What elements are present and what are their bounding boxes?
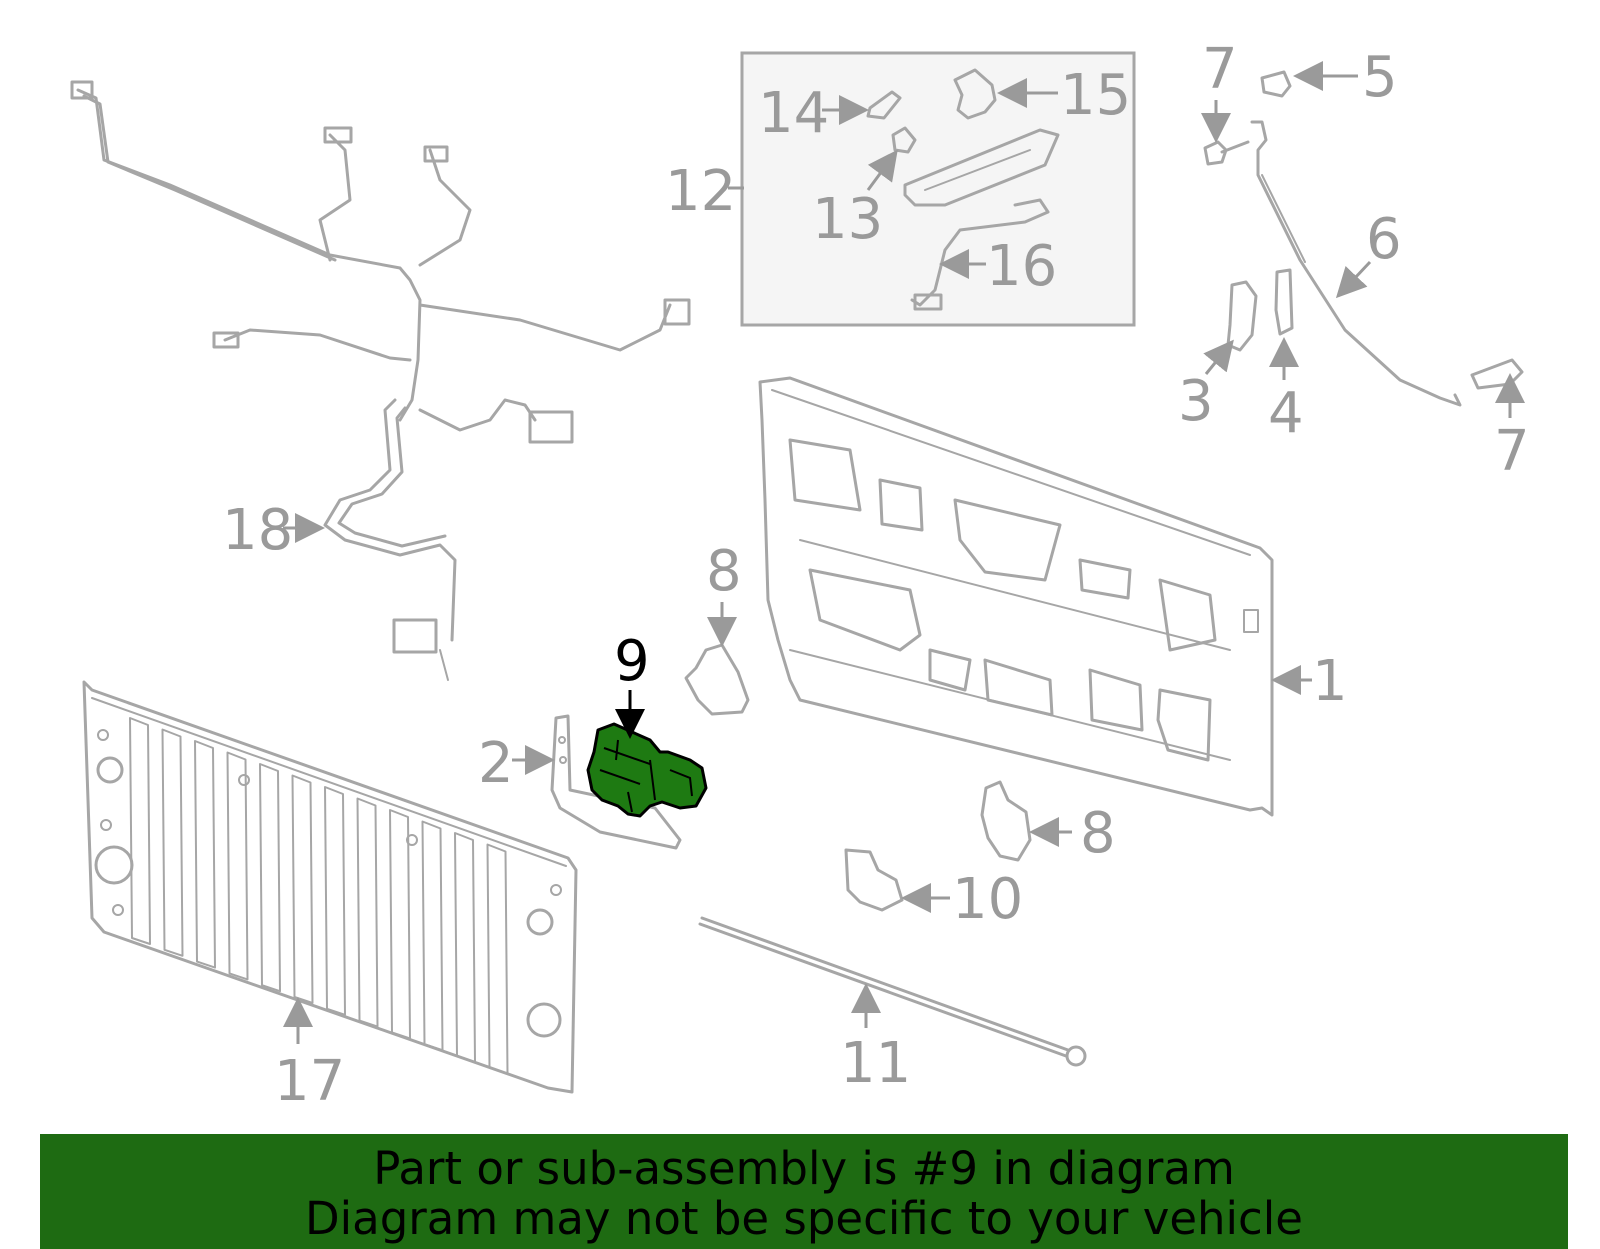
leader-13 bbox=[866, 149, 898, 191]
rod-part-11 bbox=[698, 916, 1087, 1067]
panel-rib bbox=[389, 809, 411, 1040]
part-5 bbox=[1260, 70, 1292, 98]
callout-8-upper: 8 bbox=[706, 539, 742, 604]
inner-panel-part-1 bbox=[758, 376, 1274, 817]
part-10 bbox=[844, 848, 904, 912]
panel-rib bbox=[161, 728, 184, 957]
callout-14: 14 bbox=[758, 81, 829, 146]
callout-9: 9 bbox=[614, 629, 650, 694]
part-3 bbox=[1226, 280, 1258, 352]
callout-2: 2 bbox=[478, 731, 514, 796]
callout-7-top: 7 bbox=[1202, 37, 1238, 102]
panel-rib bbox=[486, 843, 509, 1075]
panel-rib bbox=[129, 717, 151, 945]
part-6 bbox=[1250, 120, 1462, 407]
part-8-lower bbox=[980, 780, 1032, 862]
leader-6 bbox=[1335, 260, 1372, 299]
wiring-harness-part-18 bbox=[70, 80, 691, 681]
banner-line-1: Part or sub-assembly is #9 in diagram bbox=[373, 1142, 1235, 1195]
callout-3: 3 bbox=[1178, 369, 1214, 434]
panel-rib bbox=[291, 774, 314, 1004]
callout-8-lower: 8 bbox=[1080, 801, 1116, 866]
callout-5: 5 bbox=[1362, 45, 1398, 110]
callout-18: 18 bbox=[222, 498, 293, 563]
callout-16: 16 bbox=[986, 234, 1057, 299]
panel-rib bbox=[194, 740, 216, 969]
callout-13: 13 bbox=[812, 187, 883, 252]
outer-panel-part-17 bbox=[82, 680, 578, 1094]
actuator-part-9 bbox=[586, 722, 708, 818]
part-16 bbox=[910, 198, 1050, 307]
leader-3 bbox=[1203, 339, 1234, 375]
fasteners-group bbox=[1203, 70, 1524, 407]
callout-10: 10 bbox=[952, 867, 1023, 932]
panel-rib bbox=[421, 820, 444, 1052]
panel-rib bbox=[454, 832, 476, 1063]
part-7-top bbox=[1203, 140, 1250, 166]
callout-4: 4 bbox=[1268, 381, 1304, 446]
inset-box-part-12 bbox=[740, 51, 1136, 327]
callout-17: 17 bbox=[274, 1049, 345, 1114]
part-4 bbox=[1274, 268, 1294, 336]
callout-15: 15 bbox=[1060, 63, 1131, 128]
part-8-upper bbox=[684, 643, 750, 716]
panel-rib bbox=[259, 763, 281, 993]
part-13 bbox=[891, 126, 917, 154]
callout-1: 1 bbox=[1312, 649, 1348, 714]
info-banner: Part or sub-assembly is #9 in diagram Di… bbox=[40, 1134, 1568, 1249]
actuator-body bbox=[586, 722, 708, 818]
panel-rib bbox=[226, 751, 249, 981]
panel-rib bbox=[324, 786, 346, 1016]
banner-line-2: Diagram may not be specific to your vehi… bbox=[305, 1192, 1303, 1245]
part-7-right bbox=[1470, 358, 1524, 390]
callout-7-right: 7 bbox=[1494, 419, 1530, 484]
callout-11: 11 bbox=[840, 1031, 911, 1096]
part-15 bbox=[953, 68, 997, 120]
callout-6: 6 bbox=[1366, 207, 1402, 272]
callout-12: 12 bbox=[665, 159, 736, 224]
panel-rib bbox=[356, 797, 379, 1028]
bracket-part-2 bbox=[550, 714, 682, 850]
